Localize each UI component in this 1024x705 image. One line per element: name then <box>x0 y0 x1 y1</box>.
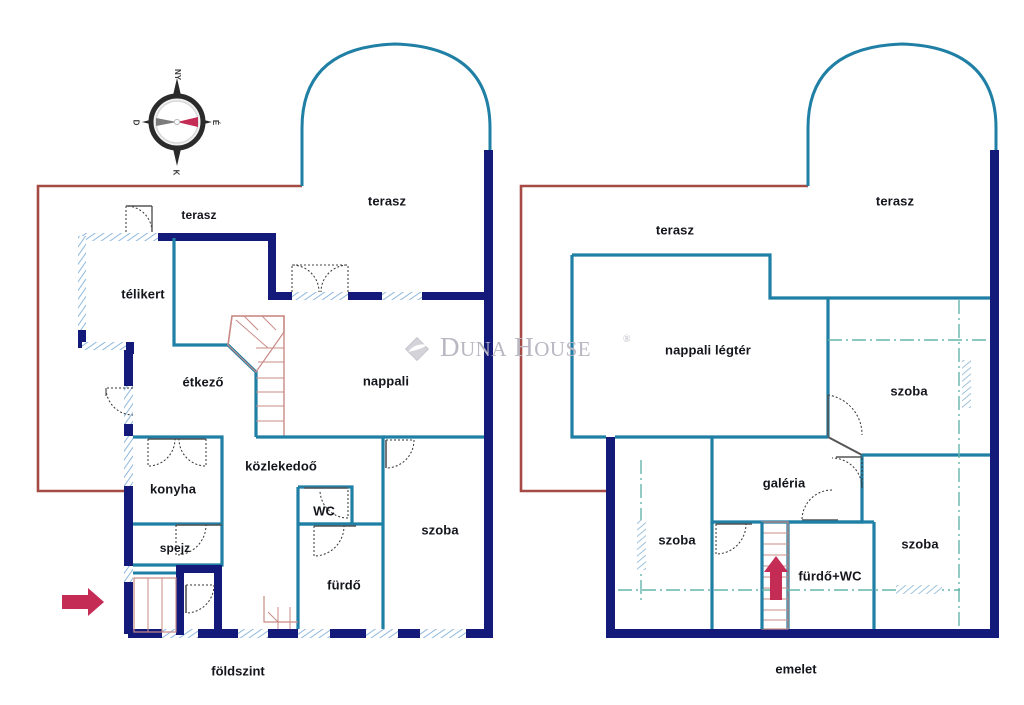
room-label-ground-terasz-small: terasz <box>181 208 217 222</box>
room-label-ground-wc: WC <box>313 503 335 519</box>
room-label-upper-furdo-wc: fürdő+WC <box>798 568 862 584</box>
staircase-ground-upper <box>226 315 285 438</box>
exterior-wall-south-upper <box>606 629 996 638</box>
wall-footprint-upper <box>572 253 990 300</box>
compass-label-northwest: NY <box>173 68 183 81</box>
wall-entry-box <box>176 565 184 635</box>
wall-west-konyha <box>124 486 133 566</box>
terrace-arch-upper <box>806 42 998 186</box>
room-label-ground-kozlekedo: közlekedoő <box>245 458 317 474</box>
door-swing-galeria-east <box>831 457 863 489</box>
exterior-wall-west-upper <box>606 437 615 635</box>
door-swing-etkezo-west <box>105 387 134 416</box>
room-label-ground-spejz: spejz <box>159 541 191 555</box>
boundary-line-ground <box>36 184 302 493</box>
window-telikert-west <box>78 236 86 332</box>
room-label-upper-terasz-left: terasz <box>655 222 695 238</box>
room-label-ground-etkezo: étkező <box>182 374 224 390</box>
room-label-upper-nappali-legter: nappali légtér <box>665 342 751 358</box>
door-swing-konyha-b <box>178 438 207 467</box>
window-telikert-north <box>82 233 160 241</box>
exterior-wall-nappali-north <box>268 292 294 300</box>
staircase-upper <box>760 521 789 630</box>
wall-west-etkezo-a <box>124 350 133 388</box>
window-telikert-south <box>82 342 128 350</box>
exterior-wall-nappali-north2 <box>348 292 384 300</box>
compass-label-west: D <box>131 119 141 126</box>
wall-telikert-west-navy <box>78 330 86 348</box>
door-swing-szoba-ground <box>385 439 415 469</box>
door-swing-wc <box>319 489 349 519</box>
wall-nappali-west-teal <box>172 238 228 347</box>
ground-floor-plan <box>36 42 493 638</box>
door-swing-szoba-sw <box>715 523 747 555</box>
room-label-ground-nappali: nappali <box>362 373 410 389</box>
compass-label-east: É <box>211 119 221 126</box>
window-upper-east-1 <box>962 360 971 408</box>
exterior-wall-east-ground <box>484 150 493 638</box>
boundary-line-upper <box>519 184 808 493</box>
room-label-upper-szoba-se: szoba <box>901 536 939 552</box>
wall-telikert-south <box>126 342 134 354</box>
window-west-etkezo <box>124 386 133 426</box>
compass-rose: NY É D K <box>131 68 221 175</box>
floor-caption-ground: földszint <box>211 663 265 679</box>
door-swing-furdo <box>313 525 345 557</box>
wall-diagonal-upper <box>827 436 863 456</box>
compass-label-south: K <box>171 169 181 176</box>
window-nappali-north-2 <box>382 292 424 300</box>
window-south-2 <box>238 629 268 638</box>
door-swing-nappali-a <box>291 264 320 293</box>
room-label-upper-szoba-ne: szoba <box>890 383 928 399</box>
window-upper-south-1 <box>896 585 942 594</box>
terrace-arch-ground <box>300 42 492 186</box>
room-label-upper-terasz-main: terasz <box>875 193 915 209</box>
door-swing-konyha-a <box>147 438 176 467</box>
floor-caption-upper: emelet <box>775 661 817 677</box>
door-swing-terasz-small <box>125 205 153 233</box>
exterior-wall-north-step <box>268 233 276 299</box>
door-swing-entry <box>185 584 215 614</box>
room-label-upper-szoba-sw: szoba <box>658 532 696 548</box>
room-label-ground-konyha: konyha <box>149 481 197 497</box>
wall-west-bottom <box>124 582 133 634</box>
door-swing-szoba-ne <box>827 394 863 436</box>
exterior-wall-north-ground <box>158 233 276 241</box>
room-label-upper-galeria: galéria <box>762 475 806 491</box>
window-west-lower <box>124 566 133 584</box>
window-nappali-north-1 <box>292 292 350 300</box>
staircase-entry <box>133 577 177 633</box>
wall-entry-right <box>214 573 222 635</box>
window-west-konyha <box>124 436 133 488</box>
window-south-5 <box>420 629 466 638</box>
wall-entry-box-top <box>176 565 222 573</box>
window-upper-west-1 <box>637 520 646 570</box>
room-label-ground-furdo: fürdő <box>327 577 361 593</box>
door-swing-nappali-b <box>320 264 349 293</box>
wall-footprint-upper-west <box>570 255 606 439</box>
room-label-ground-terasz-main: terasz <box>367 193 407 209</box>
exterior-wall-east-upper <box>990 150 999 638</box>
exterior-wall-nappali-north3 <box>422 292 490 300</box>
upper-floor-plan <box>519 42 999 638</box>
wall-west-etkezo-b <box>124 424 133 436</box>
door-swing-galeria-south <box>801 489 833 521</box>
window-south-3 <box>298 629 330 638</box>
room-label-ground-szoba: szoba <box>421 522 459 538</box>
window-south-4 <box>366 629 398 638</box>
room-label-ground-telikert: télikert <box>121 286 165 302</box>
staircase-ground-lower <box>263 596 298 629</box>
